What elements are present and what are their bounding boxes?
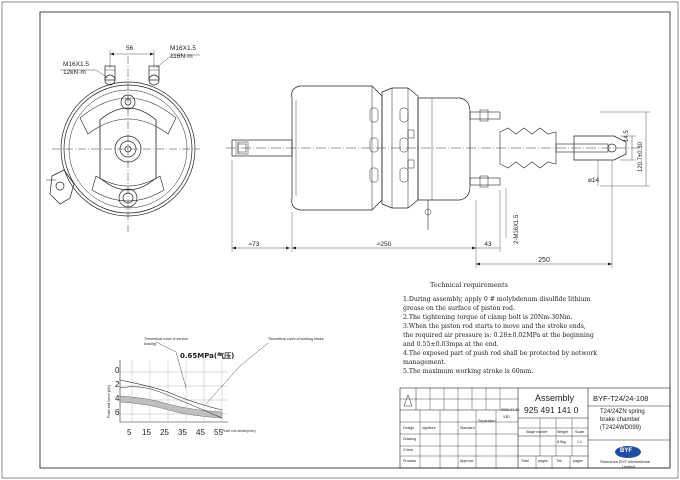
graph-x-tick-35: 35 <box>178 428 187 437</box>
graph-y-tick-4: 4 <box>115 394 120 403</box>
graph-y-tick-2: 2 <box>115 380 120 389</box>
byf-logo-icon <box>615 446 641 458</box>
tb-separation: Separation <box>478 419 496 423</box>
graph-y-tick-6: 6 <box>115 408 120 417</box>
graph-curve-working-label: Theoretical curve of working stroke <box>268 337 324 341</box>
graph-x-tick-15: 15 <box>142 428 151 437</box>
front-thread-left: M16X1.5 <box>63 61 90 68</box>
graph-y-axis-label: Push rod force (kN) <box>107 384 111 418</box>
tb-signature: signiture <box>422 426 436 430</box>
requirement-line-2: grease on the surface of piston rod. <box>403 305 515 312</box>
dim-43-label: 43 <box>484 241 492 248</box>
dim-14-5-label: 14.5 <box>624 130 630 142</box>
graph-x-tick-5: 5 <box>127 428 132 437</box>
tb-stage-marker: Stage marker <box>526 430 548 434</box>
tb-pages-2: pages <box>573 459 583 463</box>
front-torque-left: 12kN·m <box>63 69 86 76</box>
requirement-line-6: and 0.55±0.03mpa at the end. <box>403 341 499 348</box>
dim-120-label: 120.7±0.30 <box>638 141 644 172</box>
tb-ver: V3D <box>503 415 510 419</box>
dia-14-label: ⌀14 <box>588 177 600 184</box>
graph-x-tick-55: 55 <box>214 428 223 437</box>
tb-process: Process <box>403 459 416 463</box>
assembly-title: Assembly <box>535 393 575 403</box>
performance-graph <box>119 341 269 423</box>
tb-standard: Standard <box>460 426 475 430</box>
graph-pressure-label: 0.65MPa(气压) <box>180 352 235 360</box>
tb-drawing: Drawing <box>403 437 417 441</box>
front-thread-right: M16X1.5 <box>170 45 197 52</box>
tb-check: Check <box>403 448 414 452</box>
graph-x-tick-45: 45 <box>196 428 205 437</box>
tb-weight-value: 8.5kg <box>557 440 566 444</box>
tb-approve: Approve <box>460 459 474 463</box>
graph-curve-service-label: Theoretical curve of service braking <box>144 337 188 346</box>
requirement-line-5: the required air pressure is: 0.28±0.02M… <box>403 332 594 339</box>
graph-x-axis-label: Push rod stroke(mm) <box>222 429 256 433</box>
title-block <box>399 387 671 469</box>
requirements-title: Technical requirements <box>430 281 508 289</box>
rod-thread-label: 2-M16X1.5 <box>514 214 520 244</box>
front-view <box>46 50 200 232</box>
requirement-line-3: 2.The tightening torque of clamp bolt is… <box>403 314 573 321</box>
tb-design: Design <box>403 426 415 430</box>
company-name-1: Shenzhen BYF International <box>600 459 651 464</box>
requirement-line-1: 1.During assembly, apply 0 # molybdenum … <box>403 296 591 303</box>
dim-250-span-label: ≈250 <box>377 241 392 248</box>
side-view <box>226 85 650 268</box>
part-number: 925 491 141 0 <box>524 405 579 415</box>
tb-the: The <box>556 459 563 463</box>
requirement-line-7: 4.The exposed part of push rod shall be … <box>403 350 597 357</box>
description-line-1: T24/24ZN spring <box>600 409 645 415</box>
drawing-number: BYF-T24/24-108 <box>593 394 649 403</box>
byf-logo-text: BYF <box>620 448 632 454</box>
tb-total: Total <box>521 459 529 463</box>
tb-date: 2020-07-20 <box>501 408 520 412</box>
graph-x-tick-25: 25 <box>160 428 169 437</box>
tb-scale: Scale <box>575 430 584 434</box>
tb-scale-value: 1:1 <box>577 440 582 444</box>
description-line-2: brake chamber <box>600 417 641 423</box>
company-name-2: Limited <box>622 464 635 469</box>
description-line-3: (T2424WD099) <box>600 425 642 431</box>
tb-pages-1: pages <box>538 459 548 463</box>
front-spacing-dim: 56 <box>126 45 134 52</box>
requirement-line-9: 5.The maximum working stroke is 60mm. <box>403 368 534 375</box>
graph-y-tick-0: 0 <box>115 366 120 375</box>
requirement-line-4: 3.When the piston rod starts to move and… <box>403 323 586 330</box>
front-torque-right: 116N·m <box>170 53 193 60</box>
tb-weight: Weight <box>557 430 569 434</box>
dim-73-label: ≈73 <box>249 241 260 248</box>
dim-250-total-label: 250 <box>538 257 550 264</box>
inner-frame <box>39 11 671 469</box>
requirement-line-8: management. <box>403 359 446 366</box>
